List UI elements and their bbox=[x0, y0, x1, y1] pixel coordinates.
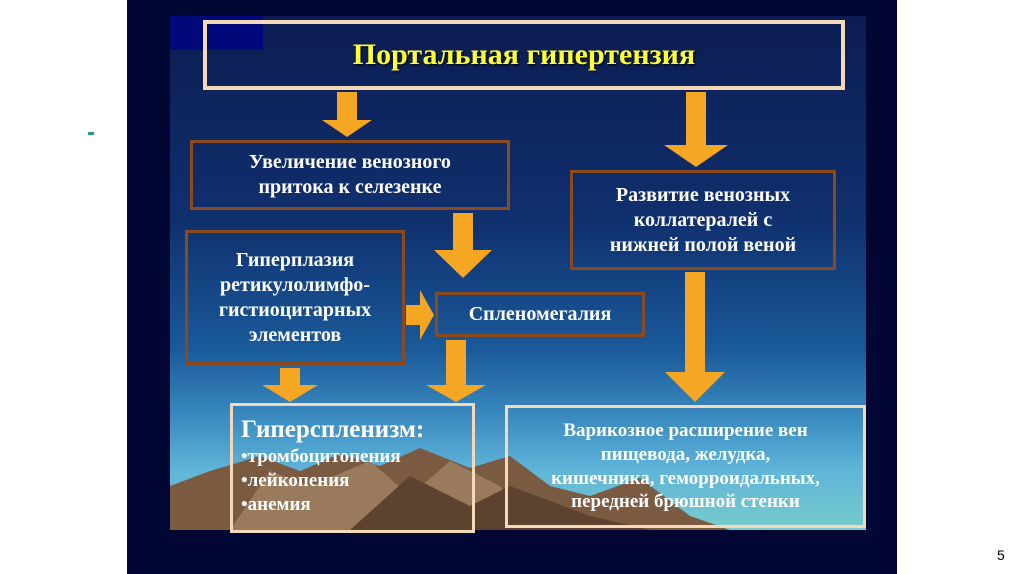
page-number: 5 bbox=[997, 547, 1005, 563]
box-line: Развитие венозных bbox=[615, 183, 791, 206]
arrow-right-icon bbox=[406, 290, 434, 340]
bullet-mark bbox=[88, 132, 94, 135]
box-line: элементов bbox=[248, 323, 342, 346]
title-text: Портальная гипертензия bbox=[352, 38, 696, 72]
box-heading: Гиперспленизм: bbox=[241, 416, 425, 443]
arrow-down-icon bbox=[426, 340, 486, 402]
box-line: коллатералей с bbox=[633, 208, 773, 231]
varicose-box: Варикозное расширение вен пищевода, желу… bbox=[505, 405, 866, 528]
arrow-down-icon bbox=[665, 272, 725, 402]
arrow-down-icon bbox=[434, 213, 492, 278]
hypersplenism-box: Гиперспленизм: •тромбоцитопения •лейкопе… bbox=[230, 403, 475, 533]
list-item: •анемия bbox=[241, 493, 311, 515]
arrow-down-icon bbox=[262, 368, 318, 402]
hyperplasia-box: Гиперплазия ретикулолимфо- гистиоцитарны… bbox=[185, 230, 405, 365]
box-line: притока к селезенке bbox=[258, 176, 442, 198]
collaterals-box: Развитие венозных коллатералей с нижней … bbox=[570, 170, 836, 270]
slide-background bbox=[170, 16, 866, 530]
list-item: •лейкопения bbox=[241, 470, 350, 491]
arrow-down-icon bbox=[322, 92, 372, 137]
box-line: пищевода, желудка, bbox=[600, 443, 771, 465]
arrow-down-icon bbox=[664, 92, 728, 167]
box-line: Увеличение венозного bbox=[249, 151, 451, 173]
splenomegaly-box: Спленомегалия bbox=[435, 292, 645, 337]
box-line: ретикулолимфо- bbox=[220, 273, 370, 296]
box-line: кишечника, геморроидальных, bbox=[551, 467, 820, 489]
venous-inflow-box: Увеличение венозного притока к селезенке bbox=[190, 140, 510, 210]
mountains-image bbox=[170, 448, 730, 530]
title-box: Портальная гипертензия bbox=[203, 20, 845, 90]
box-line: Спленомегалия bbox=[468, 303, 612, 325]
box-line: гистиоцитарных bbox=[218, 298, 372, 321]
list-item: •тромбоцитопения bbox=[241, 446, 401, 468]
box-line: Гиперплазия bbox=[235, 248, 355, 271]
box-line: нижней полой веной bbox=[609, 233, 797, 256]
box-line: передней брюшной стенки bbox=[571, 491, 800, 513]
box-line: Варикозное расширение вен bbox=[563, 420, 808, 441]
